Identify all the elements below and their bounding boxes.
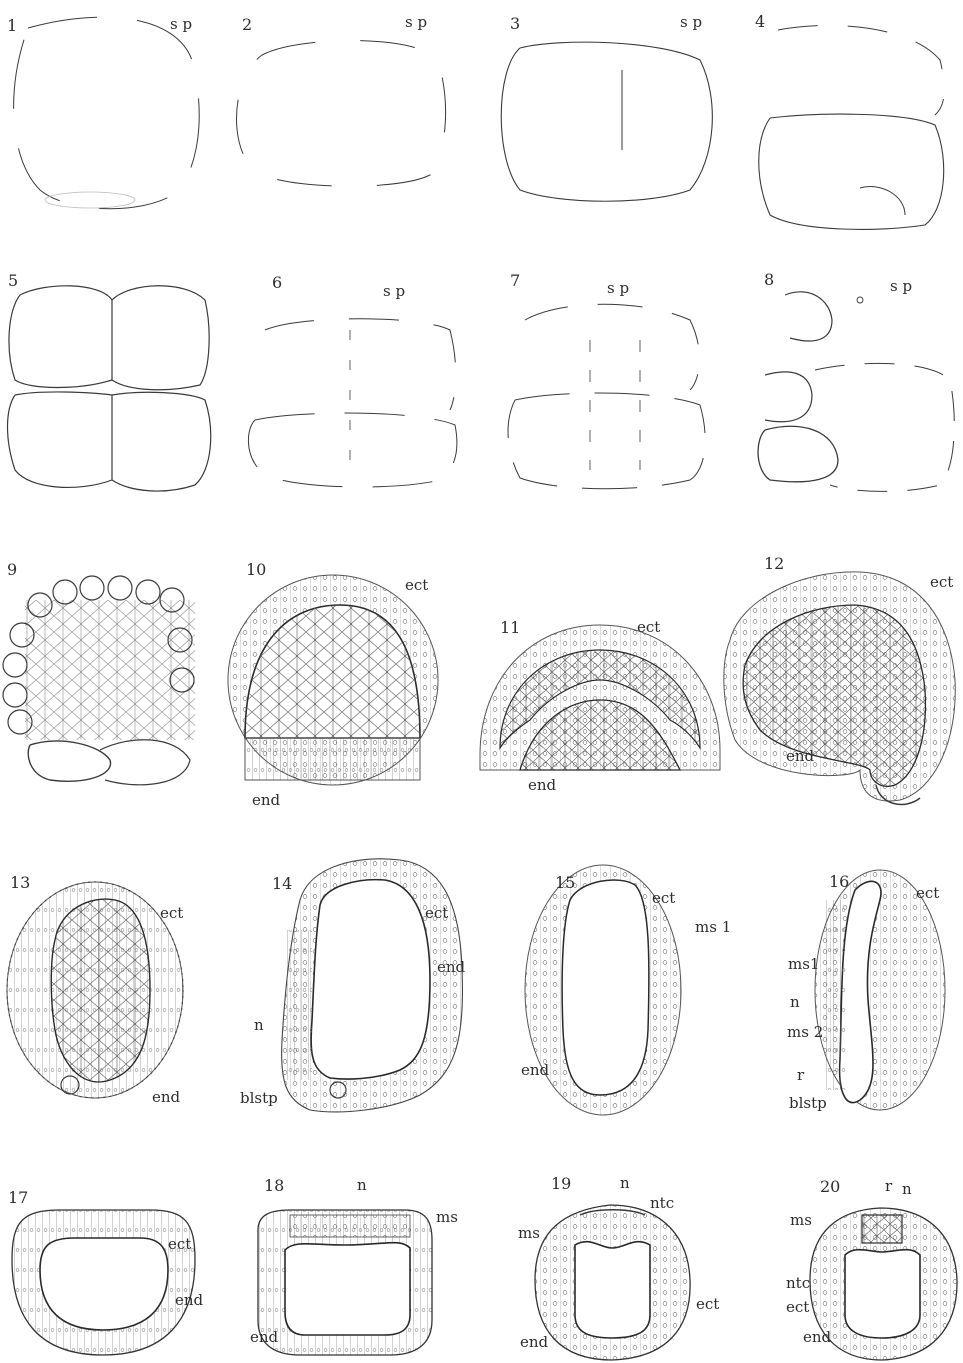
label-ect: ect [916,886,939,901]
figure-12-gastrula [724,572,955,805]
label-ect: ect [696,1297,719,1312]
label-ect: ect [405,578,428,593]
figure-number: 2 [242,17,252,33]
label-end: end [252,793,280,808]
figure-20-cross-section [810,1208,957,1360]
label-sp: s p [170,17,192,32]
label-n: n [357,1178,367,1193]
label-ect: ect [930,575,953,590]
label-end: end [250,1330,278,1345]
label-n: n [254,1018,264,1033]
figure-13-gastrula [7,882,183,1098]
label-ms2: ms 2 [787,1025,823,1040]
label-sp: s p [890,279,912,294]
figure-number: 14 [272,876,292,892]
label-sp: s p [680,15,702,30]
label-ect: ect [160,906,183,921]
figure-1-one-cell-egg [14,17,200,209]
label-ect: ect [425,906,448,921]
figure-number: 3 [510,16,520,32]
figure-number: 20 [820,1179,840,1195]
figure-8-sixteen-cell-stage [758,292,954,492]
label-ms1: ms 1 [695,920,731,935]
label-end: end [152,1090,180,1105]
figure-number: 15 [555,875,575,891]
label-ntc: ntc [786,1276,810,1291]
label-end: end [175,1293,203,1308]
figure-10-blastula [228,575,438,785]
label-ect: ect [637,620,660,635]
label-r: r [797,1068,804,1083]
label-blstp: blstp [789,1096,827,1111]
label-sp: s p [405,15,427,30]
label-sp: s p [607,281,629,296]
figure-number: 4 [755,14,765,30]
figure-number: 19 [551,1176,571,1192]
figure-11-gastrula-section [480,625,720,770]
label-end: end [528,778,556,793]
label-end: end [786,749,814,764]
figure-4-four-cell-stage [759,25,945,229]
figure-7-sixteen-cell-stage [508,304,705,489]
label-end: end [521,1063,549,1078]
figure-number: 5 [8,273,18,289]
figure-number: 7 [510,273,520,289]
figure-number: 8 [764,272,774,288]
label-sp: s p [383,284,405,299]
figure-number: 1 [7,18,17,34]
figure-number: 11 [500,620,520,636]
label-end: end [520,1335,548,1350]
label-r: r [885,1179,892,1194]
figure-3-two-cell-stage [501,42,712,201]
label-ms: ms [436,1210,458,1225]
figure-number: 6 [272,275,282,291]
figure-17-cross-section [12,1210,195,1355]
figure-number: 10 [246,562,266,578]
label-ect: ect [786,1300,809,1315]
figure-16-embryo-longitudinal [815,870,945,1110]
label-end: end [437,960,465,975]
figure-number: 13 [10,875,30,891]
label-ntc: ntc [650,1196,674,1211]
label-ect: ect [652,891,675,906]
label-n: n [620,1176,630,1191]
figure-18-cross-section [258,1210,432,1355]
label-n: n [790,995,800,1010]
figure-number: 16 [829,874,849,890]
figure-14-embryo-longitudinal [282,859,463,1112]
label-end: end [803,1330,831,1345]
figure-2-two-cell-egg [237,41,446,187]
figure-number: 18 [264,1178,284,1194]
figure-number: 12 [764,556,784,572]
label-ms1: ms1 [788,957,819,972]
label-ms: ms [790,1213,812,1228]
figure-number: 17 [8,1190,28,1206]
figure-9-morula [3,576,195,785]
label-n: n [902,1182,912,1197]
label-ect: ect [168,1237,191,1252]
figure-6-eight-cell-stage [248,319,456,487]
label-ms: ms [518,1226,540,1241]
label-blstp: blstp [240,1091,278,1106]
figure-19-cross-section [535,1205,690,1360]
figure-5-four-cell-stage [8,286,211,491]
figure-number: 9 [7,562,17,578]
